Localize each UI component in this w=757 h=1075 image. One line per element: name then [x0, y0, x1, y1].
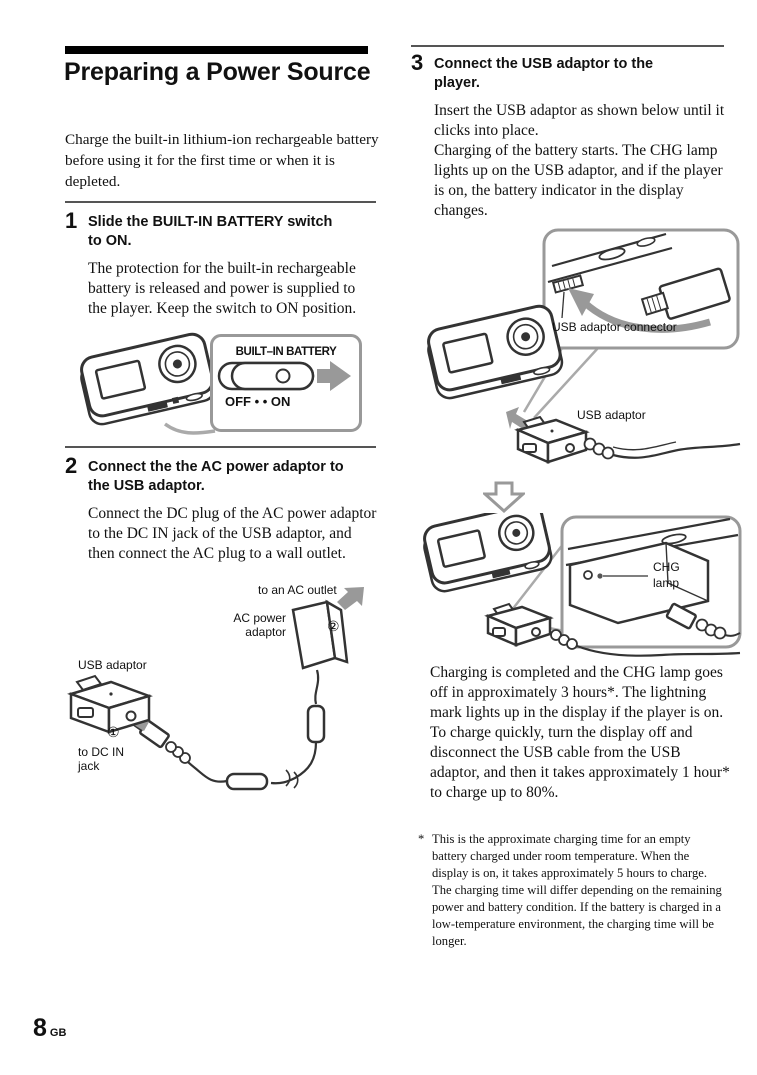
usb-connect-illustration: [427, 228, 741, 464]
page-number-value: 8: [33, 1014, 47, 1042]
callout-1-marker: ①: [107, 724, 120, 740]
step-heading: Slide the BUILT-IN BATTERY switch to ON.: [88, 214, 333, 249]
switch-positions: OFF • • ON: [225, 394, 291, 409]
chg-lamp-illustration: [423, 513, 742, 657]
battery-switch: [146, 400, 168, 412]
zoom-box-content: [565, 517, 741, 640]
step-number: 1: [65, 208, 78, 233]
page-region: GB: [49, 1027, 67, 1039]
adaptor-cable: [583, 437, 741, 460]
quick-charge-paragraph: To charge quickly, turn the display off …: [430, 724, 730, 801]
music-player: [427, 304, 564, 400]
charging-paragraph: Charging is completed and the CHG lamp g…: [430, 664, 724, 721]
switch-callout-box: BUILT–IN BATTERY OFF • • ON: [210, 334, 362, 432]
chg-lamp-dot: [597, 573, 603, 579]
step-heading: Connect the USB adaptor to the player.: [434, 56, 654, 91]
switch-label: BUILT–IN BATTERY: [235, 346, 337, 358]
attach-arrow-icon: [506, 407, 531, 431]
usb-port: [77, 707, 94, 718]
callout-2-marker: ②: [327, 618, 340, 634]
chg-lamp-hole: [583, 570, 593, 580]
down-arrow-icon: [483, 481, 525, 513]
dc-plug: [665, 602, 697, 630]
player-illustration: [80, 332, 216, 435]
intro-paragraph: Charge the built-in lithium-ion recharge…: [65, 131, 379, 190]
music-player: [80, 332, 216, 426]
ac-adaptor-illustration: [67, 587, 364, 791]
to-outlet-arrow-icon: [337, 587, 364, 610]
footnote: * This is the approximate charging time …: [418, 831, 726, 950]
divider: [65, 201, 376, 203]
section-title-bar: [65, 46, 368, 54]
step-body: The protection for the built-in recharge…: [88, 260, 357, 317]
to-dc-in-jack-label: to DC IN jack: [78, 745, 125, 773]
charging-info: Charging is completed and the CHG lamp g…: [430, 663, 730, 803]
usb-adaptor-connector-label: USB adaptor connector: [552, 320, 677, 334]
music-player: [423, 513, 553, 593]
step-body: Insert the USB adaptor as shown below un…: [434, 102, 725, 139]
zoom-box-content: [547, 232, 731, 333]
figure-chg-lamp: CHG lamp: [410, 513, 745, 663]
ac-power-adaptor-label: AC power adaptor: [233, 611, 286, 639]
step-number: 3: [411, 50, 424, 75]
step-number: 2: [65, 453, 78, 478]
divider: [65, 446, 376, 448]
slide-arrow-icon: [317, 361, 351, 391]
divider: [411, 45, 724, 47]
player-screen: [94, 359, 147, 400]
adaptor-cable: [550, 629, 741, 657]
ferrite-bead: [306, 704, 326, 744]
step-3: 3 Connect the USB adaptor to the player.…: [411, 50, 726, 221]
usb-adaptor-device: [514, 415, 590, 464]
footnote-text: This is the approximate charging time fo…: [432, 832, 722, 948]
chg-lamp-label: CHG lamp: [653, 560, 680, 590]
leader-line: [163, 422, 216, 435]
figure-battery-switch: BUILT–IN BATTERY OFF • • ON: [65, 332, 377, 446]
figure-usb-connect: USB adaptor connector USB adaptor: [410, 228, 745, 478]
insert-curve-arrow: [581, 299, 711, 333]
step-heading: Connect the the AC power adaptor to the …: [88, 459, 344, 494]
switch-graphic: [217, 361, 351, 391]
ferrite-bead: [225, 772, 269, 791]
usb-adaptor-device: [67, 674, 153, 734]
step-2: 2 Connect the the AC power adaptor to th…: [65, 453, 377, 564]
to-ac-outlet-label: to an AC outlet: [258, 583, 337, 597]
figure-ac-adaptor: to an AC outlet AC power adaptor ② USB a…: [65, 580, 377, 812]
usb-adaptor-label: USB adaptor: [78, 658, 147, 672]
footnote-marker: *: [418, 832, 425, 846]
zoom-box: [542, 228, 740, 350]
ac-power-adaptor: [291, 587, 364, 670]
step-1: 1 Slide the BUILT-IN BATTERY switch to O…: [65, 208, 377, 319]
usb-adaptor-label: USB adaptor: [577, 408, 646, 422]
insert-arrowhead-icon: [568, 288, 594, 316]
step-body: Charging of the battery starts. The CHG …: [434, 142, 723, 219]
usb-adaptor-device: [484, 602, 554, 647]
page-title: Preparing a Power Source: [64, 58, 371, 86]
usb-connector-plug: [640, 267, 731, 320]
dc-in-jack: [125, 710, 137, 722]
step-body: Connect the DC plug of the AC power adap…: [88, 505, 377, 562]
